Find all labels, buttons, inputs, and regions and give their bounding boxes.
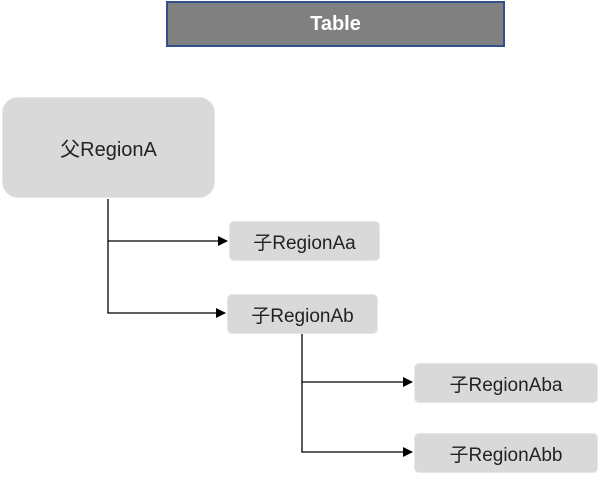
node-label: 子RegionAb [251,305,354,327]
node-label: 子RegionAa [253,232,356,254]
node-child-region-aa: 子RegionAa [229,221,380,261]
node-label: 父RegionA [60,139,157,161]
diagram-title-box: Table [166,1,505,47]
node-child-region-aba: 子RegionAba [414,363,598,403]
connector-parent-to-ab [107,241,226,318]
node-label: 子RegionAba [449,374,563,396]
connector-parent-to-aa [107,199,228,246]
node-child-region-abb: 子RegionAbb [414,433,598,473]
diagram-title: Table [310,12,361,35]
connector-ab-to-abb [301,382,413,457]
connector-ab-to-aba [301,334,413,387]
node-parent-region-a: 父RegionA [2,97,215,198]
node-label: 子RegionAbb [449,444,563,466]
node-child-region-ab: 子RegionAb [227,294,378,334]
